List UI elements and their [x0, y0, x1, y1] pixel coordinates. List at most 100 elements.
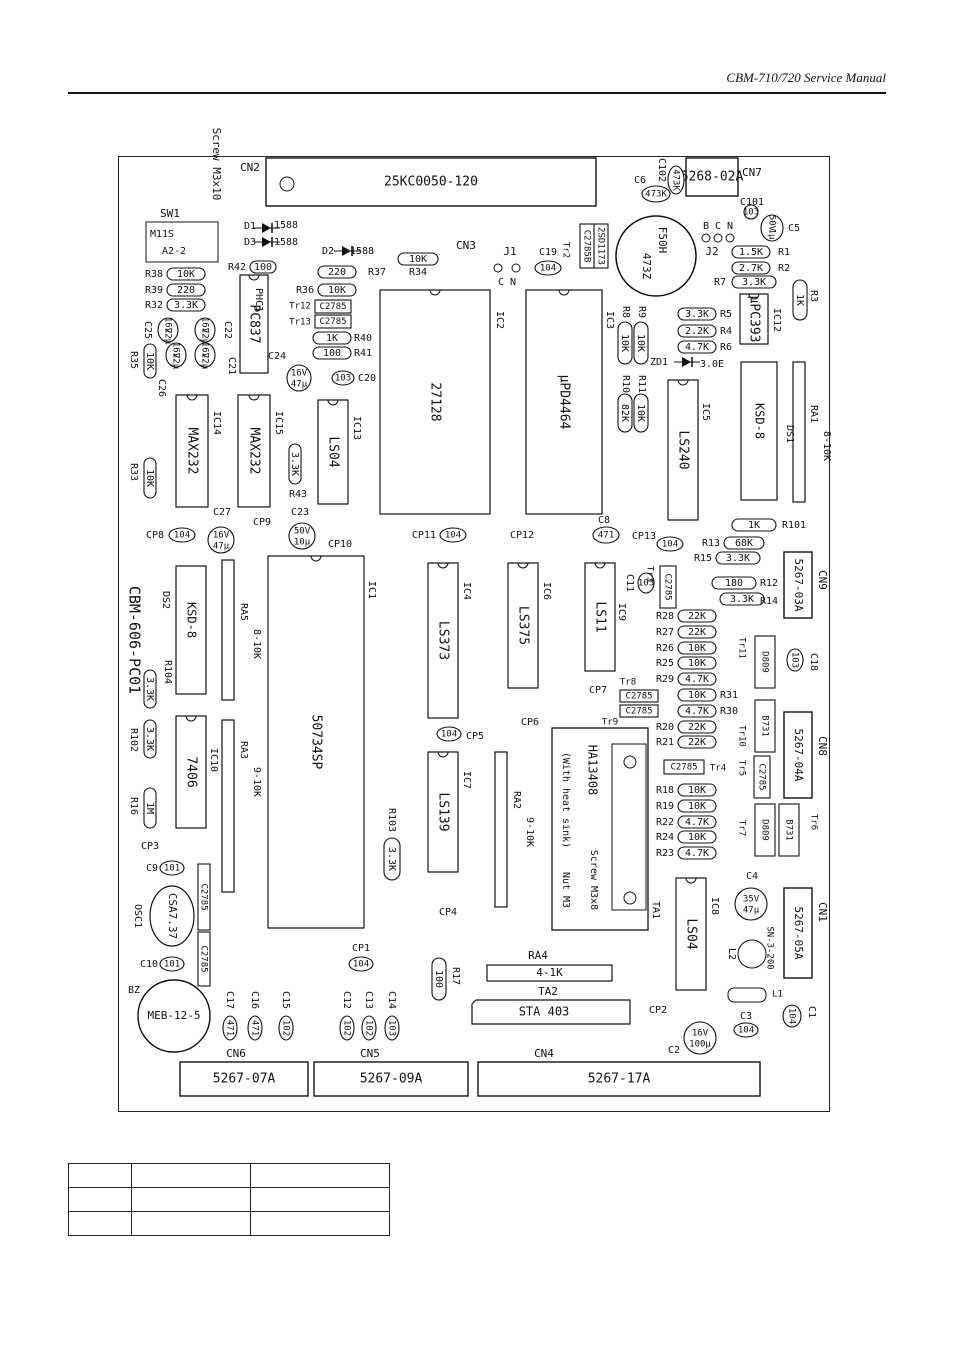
- transistor-ref: Tr4: [710, 764, 726, 774]
- resistor-body: [617, 321, 633, 365]
- transistor-ref: Tr6: [809, 814, 819, 830]
- resistor-body: [677, 830, 717, 844]
- capacitor-body: [637, 572, 655, 594]
- transistor-part: B731: [784, 819, 794, 841]
- connector-body: [685, 157, 739, 197]
- capacitor-body: [194, 317, 216, 343]
- resistor-body: [731, 245, 771, 259]
- diode-part: 1588: [274, 237, 298, 248]
- ic-body: [739, 293, 769, 345]
- array-body: [221, 559, 235, 701]
- ic-ref-label: IC7: [461, 771, 472, 789]
- transistor-body: [314, 314, 352, 329]
- resistor-value: 10K: [635, 404, 646, 422]
- ic-body: [239, 274, 269, 374]
- resistor-value: 3.3K: [289, 452, 300, 476]
- ic-notch: [429, 289, 441, 296]
- ic-ref-label: IC3: [604, 311, 615, 329]
- capacitor-body: [534, 260, 562, 276]
- ic-ref-label: IC6: [541, 582, 552, 600]
- array-body: [792, 361, 806, 503]
- capacitor-ref: C2: [668, 1045, 680, 1056]
- resistor-value: 3.3K: [726, 553, 750, 564]
- resistor-value: 10K: [144, 469, 155, 487]
- dipswitch-part: KSD-8: [753, 403, 767, 439]
- dipswitch-body: [740, 361, 778, 501]
- capacitor-body: [436, 726, 462, 742]
- resistor-value: 2.2K: [685, 326, 709, 337]
- ic-body: [584, 562, 616, 672]
- dipswitch-ref: DS2: [160, 591, 171, 609]
- capacitor-voltage: 35V: [743, 895, 760, 905]
- resistor-ref: R17: [450, 967, 461, 985]
- array-ref: RA5: [238, 603, 249, 621]
- capacitor-ref: C16: [249, 991, 260, 1009]
- ic-part-label: 50734SP: [309, 715, 324, 770]
- capacitor-body: [288, 522, 316, 550]
- resistor-ref: R30: [720, 706, 738, 717]
- resistor-body: [677, 656, 717, 670]
- amplifier-ta2-body: [471, 999, 631, 1025]
- jumper-pad: [701, 233, 711, 243]
- resistor-ref: R19: [656, 801, 674, 812]
- capacitor-body: [278, 1015, 294, 1041]
- capacitor-ref: C14: [386, 991, 397, 1009]
- resistor-value: 10K: [688, 832, 706, 843]
- resistor-value: 10K: [328, 285, 346, 296]
- capacitor-value: 47μ: [291, 380, 308, 390]
- resistor-body: [677, 735, 717, 749]
- resistor-value: 3.3K: [685, 309, 709, 320]
- resistor-value: 3.3K: [730, 594, 754, 605]
- array-value: 9-10K: [251, 767, 262, 797]
- resistor-body: [677, 625, 717, 639]
- capacitor-ref: C101: [740, 197, 764, 208]
- resistor-body: [633, 393, 649, 433]
- resistor-value: 1K: [794, 294, 805, 306]
- capacitor-body: [592, 526, 620, 544]
- ic-notch: [248, 394, 260, 401]
- manual-title: CBM-710/720 Service Manual: [726, 70, 886, 85]
- ic-ref-label: IC14: [211, 411, 222, 435]
- pad-label: CP10: [328, 539, 352, 550]
- ic-body: [175, 394, 209, 508]
- capacitor-voltage: 16V: [171, 342, 181, 359]
- capacitor-ref: C102: [656, 158, 667, 182]
- connector-body: [265, 157, 597, 207]
- ic-body: [379, 289, 491, 515]
- ic-part-label: LS373: [436, 621, 451, 660]
- resistor-ref: R28: [656, 611, 674, 622]
- resistor-body: [677, 783, 717, 797]
- transistor-body: [753, 755, 771, 799]
- array-value: 4-1K: [536, 966, 563, 979]
- transistor-part: C2785: [199, 945, 209, 972]
- connector-body: [179, 1061, 309, 1097]
- capacitor-body: [734, 887, 768, 921]
- resistor-ref: R13: [702, 538, 720, 549]
- resistor-body: [143, 719, 157, 759]
- ic-body: [175, 715, 207, 829]
